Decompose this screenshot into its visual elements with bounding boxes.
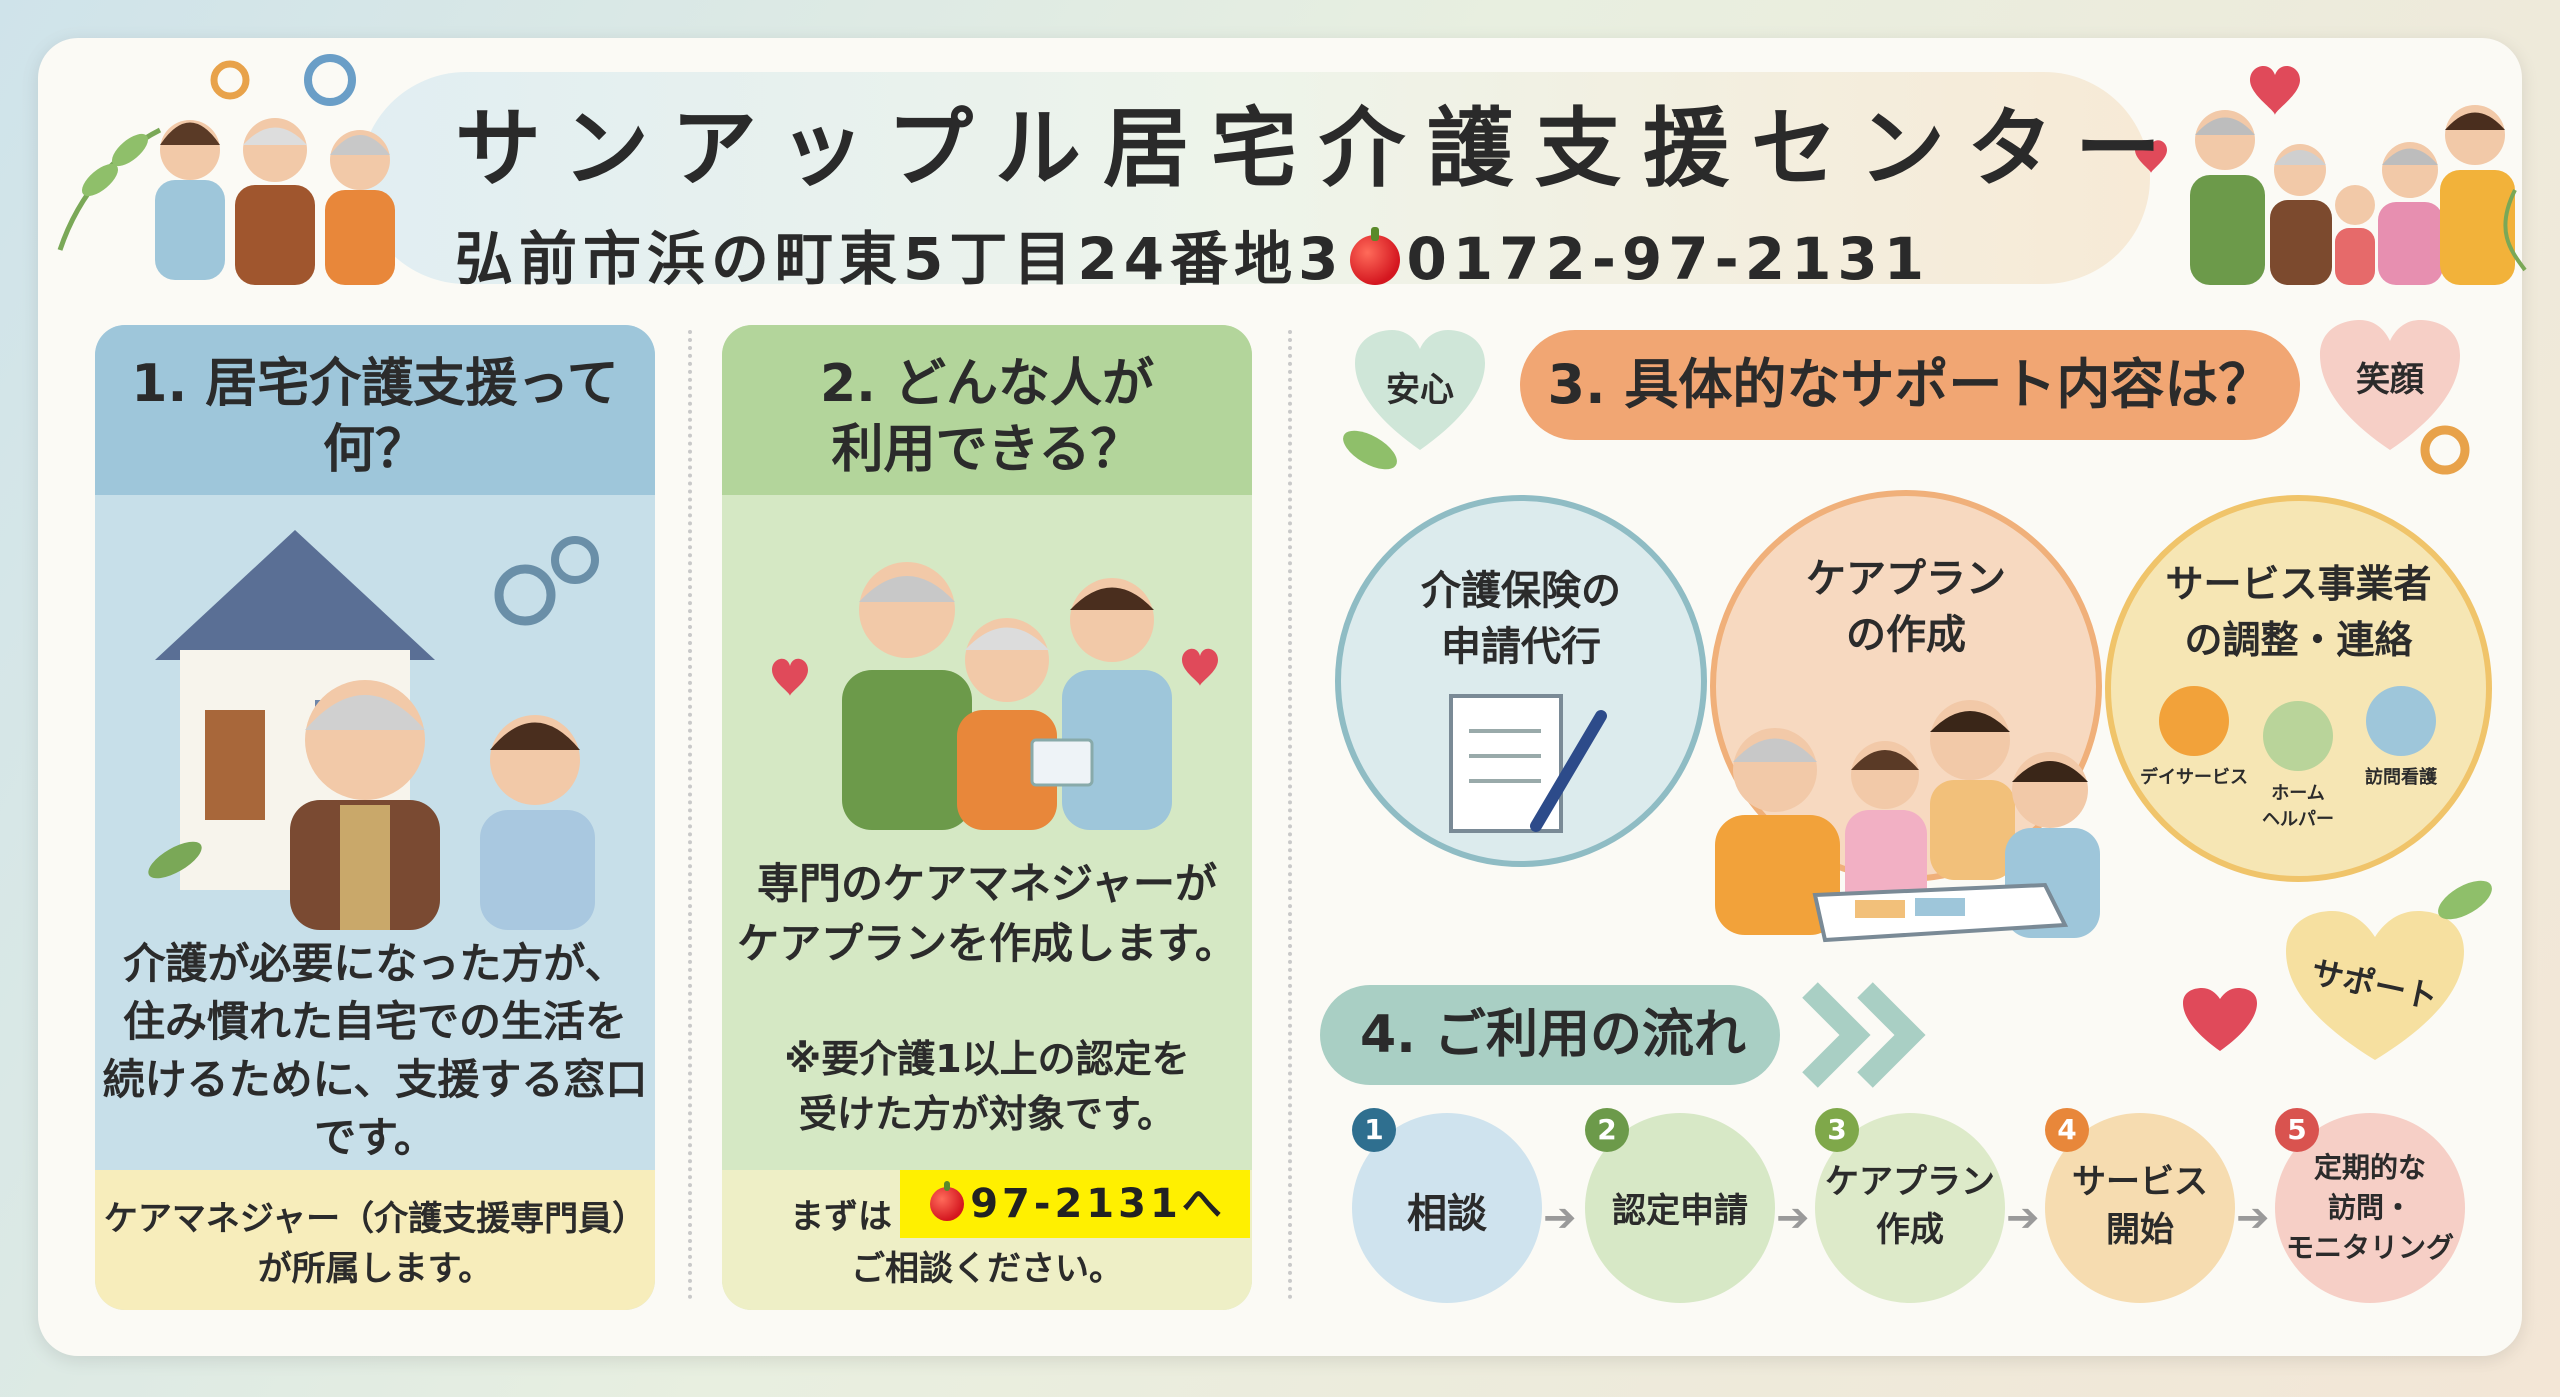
home-helper-icon — [2263, 701, 2333, 771]
section-4-heading: 4. ご利用の流れ — [1320, 985, 1780, 1085]
section-1-header — [95, 325, 655, 495]
support-item-2-line2: の作成 — [1846, 612, 1966, 658]
section-2-footer-line2: ご相談ください。 — [851, 1249, 1123, 1289]
badge-egao-text: 笑顔 — [2356, 360, 2424, 400]
section-3-heading: 3. 具体的なサポート内容は？ — [1520, 330, 2300, 440]
section-2-heading-line2: 利用できる？ — [831, 420, 1143, 480]
step-4-number: 4 — [2045, 1108, 2089, 1152]
heart-badge-egao — [2320, 320, 2460, 450]
center-title: サンアップル居宅介護支援センター — [455, 99, 2183, 199]
phone-highlight[interactable]: 97-2131へ — [900, 1170, 1250, 1238]
document-pen-icon — [1449, 694, 1607, 833]
day-service-icon — [2159, 686, 2229, 756]
double-chevron-icon — [1802, 982, 1926, 1088]
header-family-illustration-left — [57, 54, 395, 285]
support-item-coordination: サービス事業者 の調整・連絡 デイサービス ホーム ヘルパー 訪問看護 — [2105, 495, 2492, 882]
day-service-label: デイサービス — [2140, 767, 2248, 788]
heart-badge-anshin — [1355, 330, 1485, 450]
section-1-body-line4: です。 — [314, 1113, 436, 1162]
section-2-footer-prefix: まずは — [790, 1197, 892, 1237]
heart-badge-support — [2286, 911, 2464, 1060]
arrow-right-icon: ➔ — [1776, 1195, 1810, 1241]
section-2-note-line1: ※要介護1以上の認定を — [784, 1037, 1190, 1081]
step-2-label: 認定申請 — [1612, 1191, 1748, 1231]
section-2-header — [722, 325, 1252, 495]
section-1-footer-line1: ケアマネジャー（介護支援専門員） — [103, 1199, 647, 1239]
divider-1 — [688, 330, 692, 1300]
support-item-application: 介護保険の 申請代行 — [1335, 495, 1707, 867]
section-2-body-line2: ケアプランを作成します。 — [737, 919, 1237, 968]
section-1-footer — [95, 1170, 655, 1310]
apple-icon — [930, 1181, 965, 1221]
step-5-number: 5 — [2275, 1108, 2319, 1152]
section-1-heading-line2: 何？ — [322, 420, 427, 480]
section-2-body-line1: 専門のケアマネジャーが — [757, 859, 1217, 908]
section-1-body-line2: 住み慣れた自宅での生活を — [122, 997, 627, 1046]
visiting-nurse-label: 訪問看護 — [2365, 767, 2437, 788]
step-1-label: 相談 — [1407, 1191, 1487, 1237]
header-family-illustration-right — [2135, 65, 2527, 285]
home-helper-label: ホーム ヘルパー — [2262, 783, 2334, 830]
step-4-label: サービス 開始 — [2072, 1162, 2208, 1250]
elderly-couple-caregiver-illustration — [772, 562, 1218, 830]
house-caregiver-illustration — [148, 530, 599, 930]
support-item-1-line1: 介護保険の — [1421, 568, 1621, 614]
visiting-nurse-icon — [2366, 686, 2436, 756]
leaf-icon — [1343, 430, 1397, 470]
arrow-right-icon: ➔ — [1543, 1195, 1577, 1241]
step-5-label: 定期的な 訪問・ モニタリング — [2285, 1151, 2454, 1264]
step-3-number: 3 — [1815, 1108, 1859, 1152]
phone-highlight-text: 97-2131へ — [970, 1181, 1226, 1227]
phone-number[interactable]: 0172-97-2131 — [1406, 225, 1931, 293]
arrow-right-icon: ➔ — [2236, 1195, 2270, 1241]
apple-icon — [1350, 227, 1401, 285]
section-1-body-line3: 続けるために、支援する窓口 — [102, 1055, 648, 1104]
step-5-monitoring: 定期的な 訪問・ モニタリング — [2275, 1113, 2465, 1303]
section-1-panel: 1. 居宅介護支援って 何？ 介護が必要になった方が、 住み慣れた自宅での生活を… — [95, 325, 655, 1310]
badge-anshin-text: 安心 — [1386, 370, 1454, 410]
section-1-heading-line1: 1. 居宅介護支援って — [131, 354, 619, 414]
address-line: 弘前市浜の町東5丁目24番地3 0172-97-2131 — [455, 212, 2075, 296]
support-item-2-line1: ケアプラン — [1806, 556, 2006, 602]
section-1-body-line1: 介護が必要になった方が、 — [123, 939, 627, 988]
support-item-3-line1: サービス事業者 — [2165, 562, 2432, 606]
step-3-label: ケアプラン 作成 — [1825, 1162, 1995, 1250]
section-2-panel: 2. どんな人が 利用できる？ 専門のケアマネジャーが ケアプランを作成します。… — [722, 325, 1252, 1310]
support-item-1-line2: 申請代行 — [1441, 624, 1601, 670]
support-item-3-line2: の調整・連絡 — [2184, 618, 2413, 662]
address-text: 弘前市浜の町東5丁目24番地3 — [455, 225, 1345, 293]
gear-icon — [2420, 425, 2470, 475]
divider-2 — [1288, 330, 1292, 1300]
step-1-number: 1 — [1352, 1108, 1396, 1152]
section-2-note-line2: 受けた方が対象です。 — [798, 1092, 1176, 1136]
step-2-number: 2 — [1585, 1108, 1629, 1152]
leaf-icon — [2438, 880, 2492, 920]
section-1-footer-line2: が所属します。 — [257, 1249, 493, 1289]
heart-icon — [2183, 988, 2257, 1051]
header-banner — [360, 72, 2150, 284]
arrow-right-icon: ➔ — [2006, 1195, 2040, 1241]
family-careplan-illustration — [1715, 700, 2100, 943]
section-2-heading-line1: 2. どんな人が — [819, 354, 1155, 414]
